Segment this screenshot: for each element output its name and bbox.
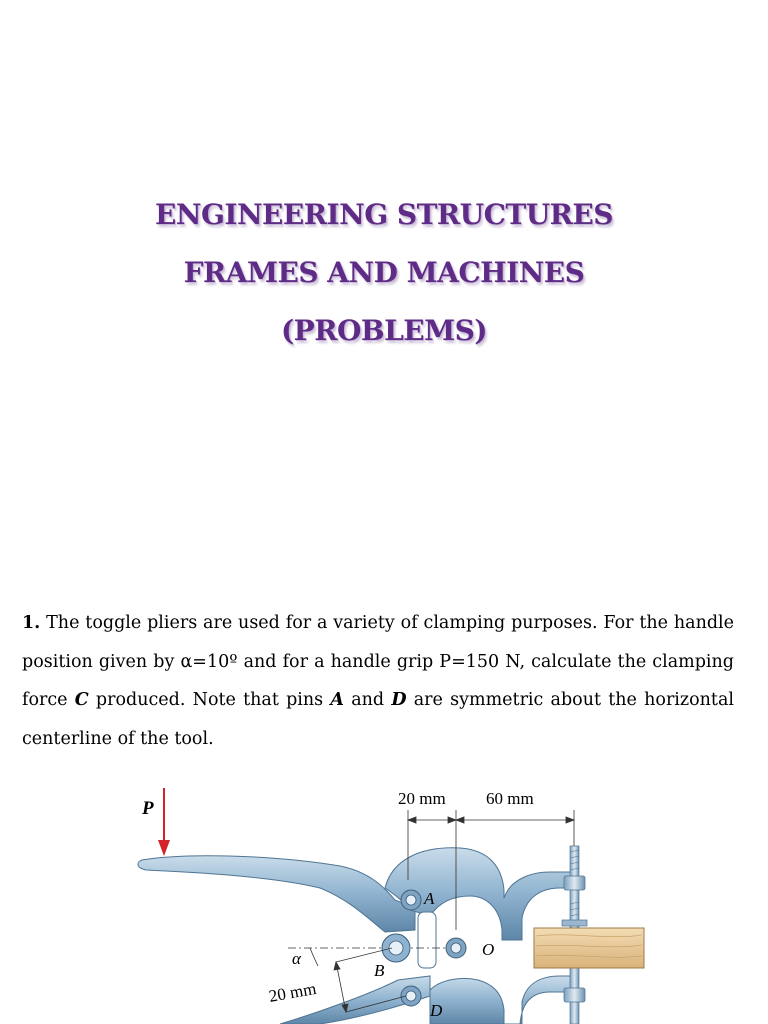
label-20mm-top: 20 mm <box>398 789 446 808</box>
var-c: C <box>74 690 89 710</box>
pin-b <box>381 933 411 963</box>
pin-d <box>400 985 422 1007</box>
toggle-pliers-drawing: P 20 mm 60 mm A O B D α 20 mm <box>137 788 645 1024</box>
lower-handle <box>279 975 431 1024</box>
label-20mm-side: 20 mm <box>267 979 317 1006</box>
label-alpha: α <box>292 949 302 968</box>
problem-text-1: The toggle pliers are used for a variety… <box>22 613 734 672</box>
wood-block <box>533 927 645 969</box>
label-b: B <box>374 961 385 980</box>
side-dimension <box>333 947 407 1014</box>
problem-text-3: and for a handle grip P=150 N, calculate… <box>22 651 734 711</box>
pin-o <box>445 937 467 959</box>
upper-nut <box>563 875 586 891</box>
wood-grain <box>535 934 643 958</box>
upper-handle <box>137 855 416 933</box>
upper-pad <box>561 919 588 927</box>
pin-a <box>400 889 422 911</box>
degree-symbol: º <box>229 651 238 672</box>
label-a: A <box>423 889 435 908</box>
p-force-arrow <box>158 788 170 856</box>
problem-text-4: produced. Note that pins <box>88 690 331 710</box>
alpha-arc <box>309 947 319 967</box>
problem-number: 1. <box>22 613 41 633</box>
link-slot <box>417 911 437 969</box>
var-a: A <box>330 690 344 710</box>
lower-nut <box>563 987 586 1003</box>
title-line-2: FRAMES AND MACHINES <box>183 256 585 289</box>
title-line-1: ENGINEERING STRUCTURES <box>155 198 613 231</box>
top-dimensions <box>406 810 576 930</box>
title-line-3: (PROBLEMS) <box>280 314 488 347</box>
problem-text-2: =10 <box>192 651 230 672</box>
label-p: P <box>141 798 154 819</box>
alpha-symbol: α <box>180 651 193 672</box>
problem-text-6: are symmetric about the horizontal cente… <box>22 690 734 749</box>
lower-jaw <box>429 975 579 1024</box>
var-d: D <box>391 690 407 710</box>
problem-statement: 1. The toggle pliers are used for a vari… <box>22 604 734 758</box>
upper-jaw <box>384 847 579 941</box>
title-block: ENGINEERING STRUCTURES FRAMES AND MACHIN… <box>0 186 768 360</box>
problem-text-5: and <box>343 690 392 710</box>
label-60mm-top: 60 mm <box>486 789 534 808</box>
label-o: O <box>482 940 494 959</box>
label-d: D <box>429 1001 443 1020</box>
toggle-pliers-figure: P 20 mm 60 mm A O B D α 20 mm <box>130 780 660 1024</box>
